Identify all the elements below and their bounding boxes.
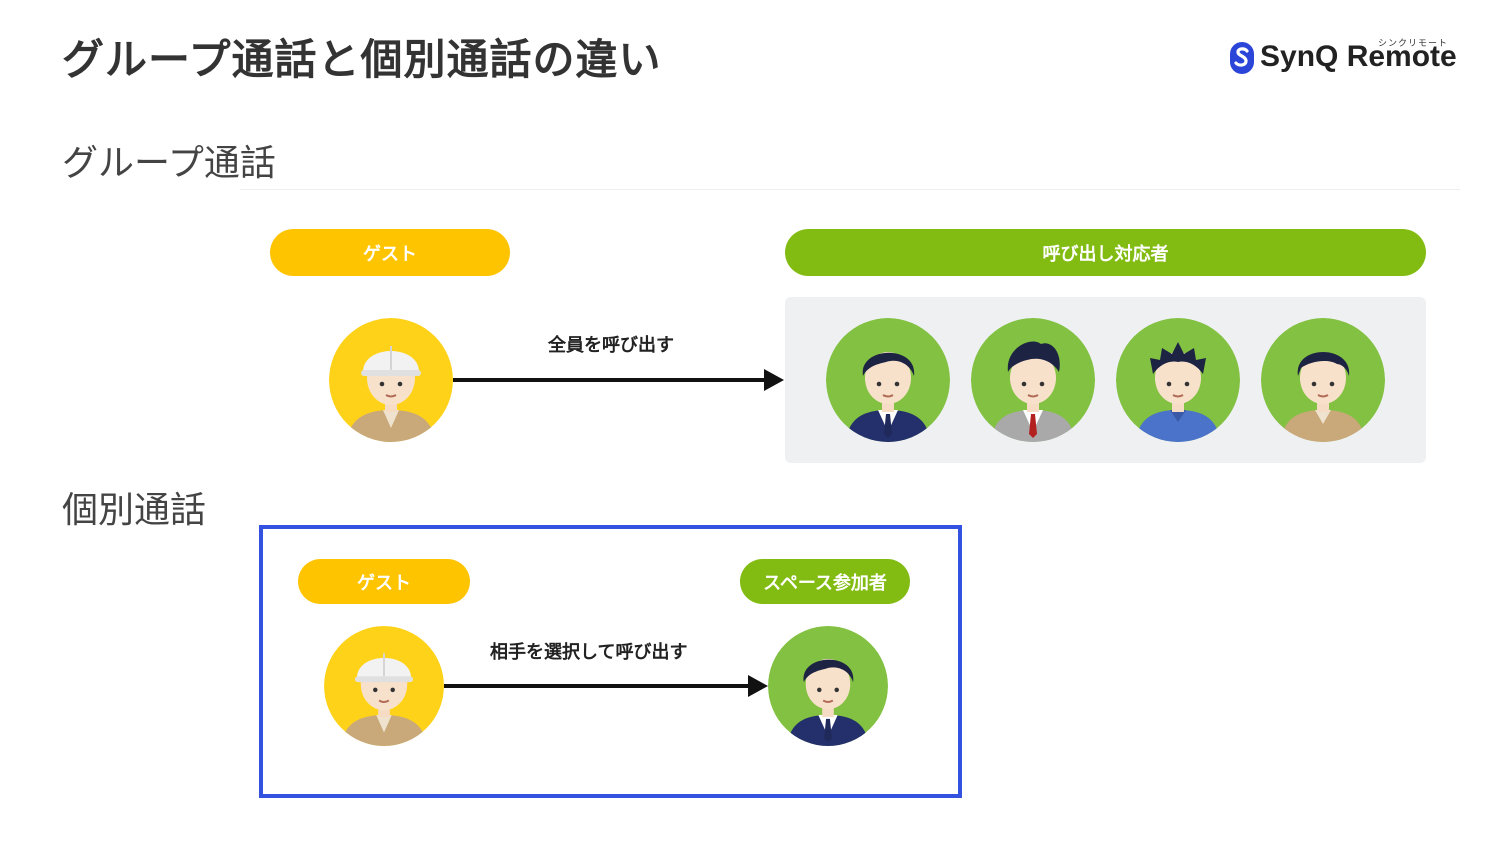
responder-avatar-icon <box>826 318 950 442</box>
individual-call-heading: 個別通話 <box>62 490 207 531</box>
synq-logo-icon <box>1230 42 1254 74</box>
group-responders-label: 呼び出し対応者 <box>785 229 1426 276</box>
individual-guest-label: ゲスト <box>298 559 470 604</box>
synq-remote-logo: SynQ Remote シンクリモート <box>1228 36 1478 80</box>
member-avatar-icon <box>768 626 888 746</box>
page-title: グループ通話と個別通話の違い <box>62 35 662 84</box>
guest-avatar-icon <box>324 626 444 746</box>
responder-avatar-icon <box>971 318 1095 442</box>
guest-avatar-icon <box>329 318 453 442</box>
group-guest-label: ゲスト <box>270 229 510 276</box>
individual-call-arrow-head-icon <box>748 675 768 697</box>
individual-arrow-label: 相手を選択して呼び出す <box>490 642 688 663</box>
logo-kana: シンクリモート <box>1378 39 1449 49</box>
responder-avatar-icon <box>1116 318 1240 442</box>
individual-call-highlight-box <box>259 525 962 798</box>
group-arrow-label: 全員を呼び出す <box>548 335 674 356</box>
individual-member-label: スペース参加者 <box>740 559 910 604</box>
group-call-heading: グループ通話 <box>62 143 276 184</box>
logo-wordmark: SynQ Remote <box>1260 40 1457 73</box>
group-call-arrow-head-icon <box>764 369 784 391</box>
responder-avatar-icon <box>1261 318 1385 442</box>
individual-call-arrow-line <box>444 684 750 688</box>
section-divider <box>240 189 1460 190</box>
group-call-arrow-line <box>453 378 765 382</box>
